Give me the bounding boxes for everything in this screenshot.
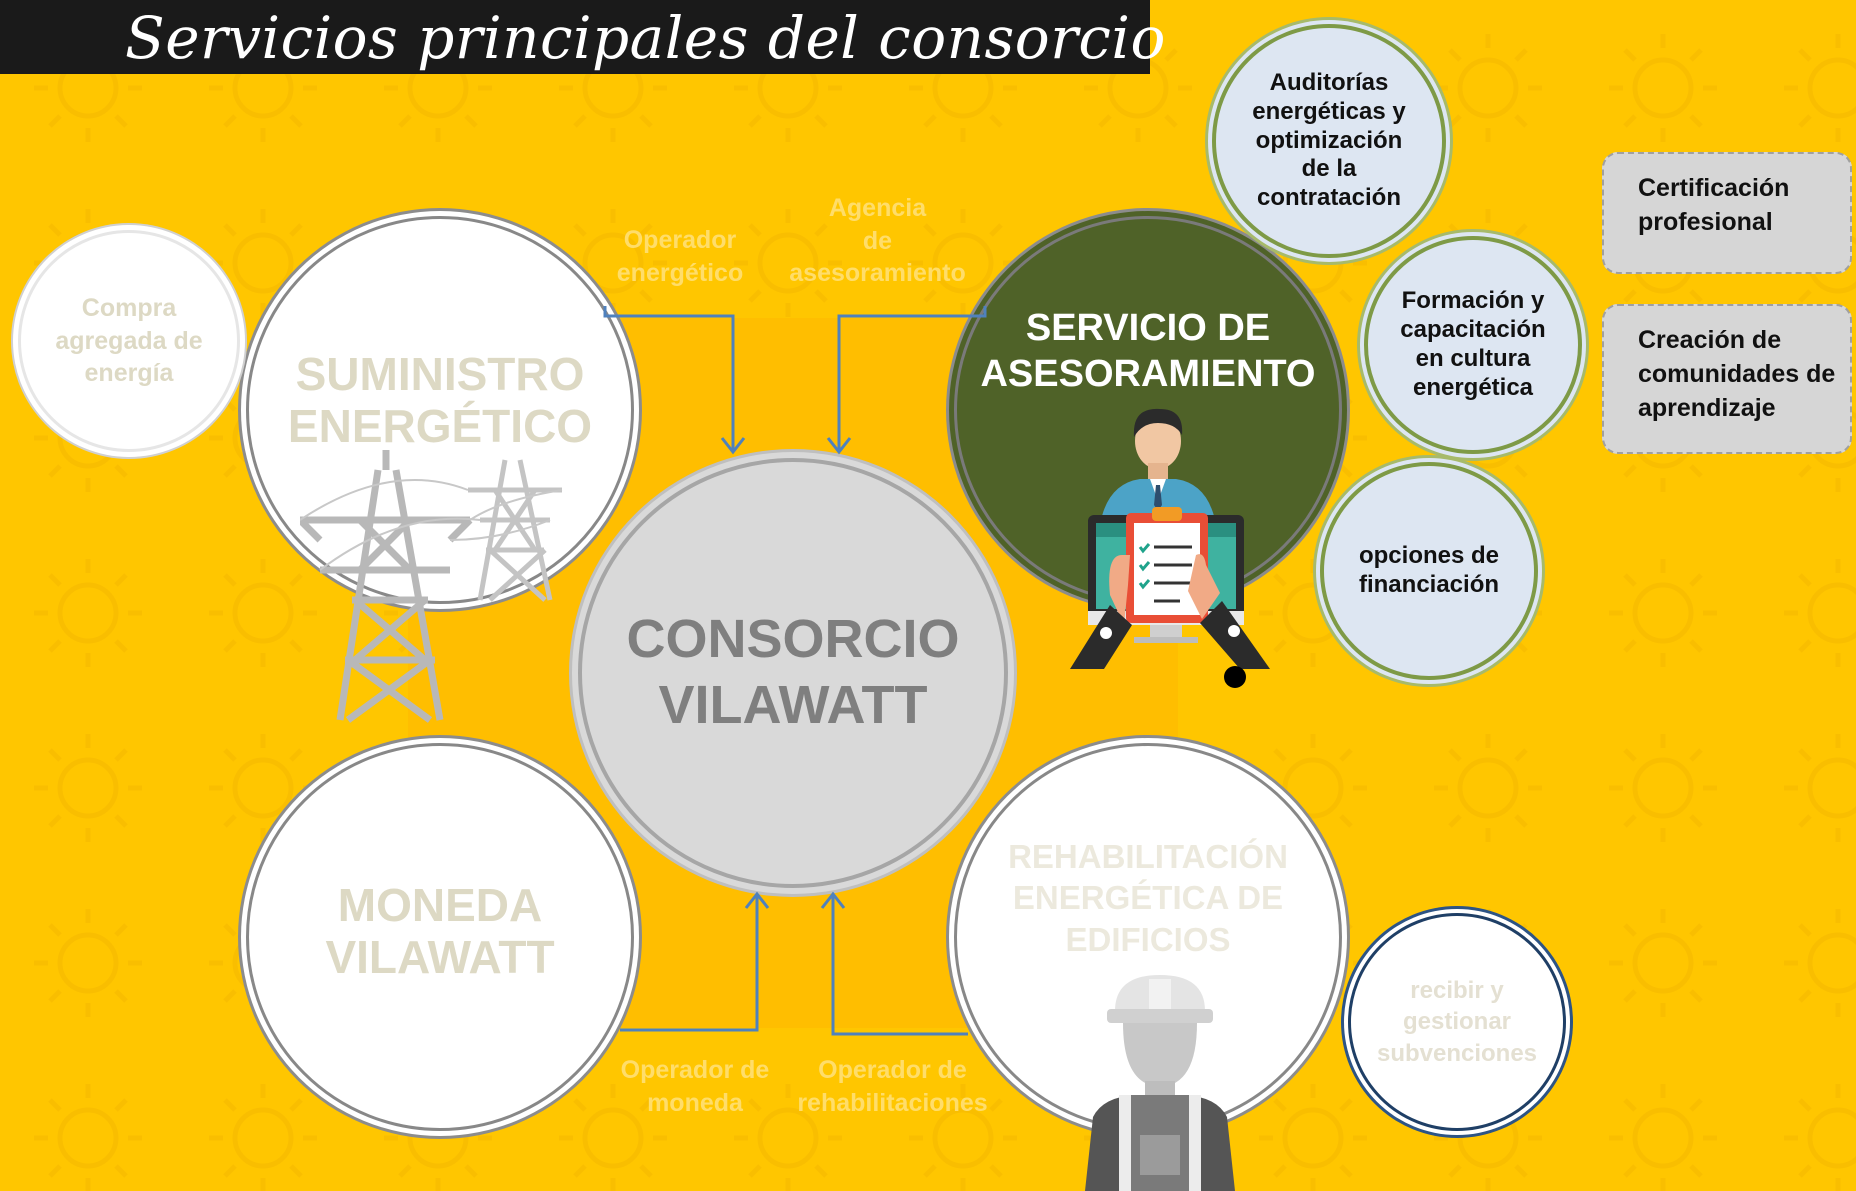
consorcio-line1: CONSORCIO xyxy=(626,609,960,670)
agencia-label: Agencia de asesoramiento xyxy=(780,192,975,290)
title-bar: Servicios principales del consorcio xyxy=(0,0,1165,74)
compra-line1: Compra xyxy=(81,294,177,323)
auditorias-line1: Auditorías xyxy=(1269,69,1389,96)
formacion-line4: energética xyxy=(1412,373,1534,401)
rehab-line3: EDIFICIOS xyxy=(1065,920,1231,958)
operador-moneda-label: Operador de moneda xyxy=(610,1054,780,1119)
operador-energetico-line1: Operador xyxy=(623,226,737,254)
moneda-line1: MONEDA xyxy=(337,879,543,932)
agencia-line1: Agencia xyxy=(828,194,927,222)
operador-rehab-label: Operador de rehabilitaciones xyxy=(780,1054,1005,1119)
comunidades-line2: comunidades de xyxy=(1638,359,1836,388)
operador-rehab-line2: rehabilitaciones xyxy=(797,1088,988,1117)
operador-moneda-line1: Operador de xyxy=(620,1056,770,1084)
operador-rehab-line1: Operador de xyxy=(818,1056,967,1084)
financiacion-line1: opciones de xyxy=(1358,542,1500,570)
formacion-line1: Formación y xyxy=(1401,287,1545,315)
compra-circle: Compra agregada de energía xyxy=(18,230,240,452)
subvenciones-line1: recibir y xyxy=(1410,977,1504,1005)
worker-icon xyxy=(1085,975,1235,1191)
certificacion-line2: profesional xyxy=(1638,207,1773,236)
operador-moneda-line2: moneda xyxy=(647,1088,743,1117)
moneda-circle: MONEDA VILAWATT xyxy=(246,743,634,1131)
operador-energetico-line2: energético xyxy=(616,258,744,287)
financiacion-line2: financiación xyxy=(1358,571,1500,598)
consorcio-line2: VILAWATT xyxy=(658,675,928,735)
formacion-circle: Formación y capacitación en cultura ener… xyxy=(1364,236,1582,454)
power-tower-icon xyxy=(300,450,563,723)
subvenciones-circle: recibir y gestionar subvenciones xyxy=(1348,913,1566,1131)
suministro-circle: SUMINISTRO ENERGÉTICO xyxy=(246,216,634,604)
compra-line3: energía xyxy=(84,359,174,388)
asesoramiento-line1: SERVICIO DE xyxy=(1025,307,1271,349)
asesoramiento-line2: ASESORAMIENTO xyxy=(980,353,1316,396)
certificacion-line1: Certificación xyxy=(1638,174,1790,202)
agencia-line2: de xyxy=(862,226,893,255)
comunidades-line1: Creación de xyxy=(1638,326,1782,354)
subvenciones-line2: gestionar xyxy=(1402,1008,1512,1036)
auditorias-line2: energéticas y xyxy=(1252,97,1406,125)
moneda-line2: VILAWATT xyxy=(325,931,555,983)
suministro-line2: ENERGÉTICO xyxy=(287,399,593,452)
rehab-line1: REHABILITACIÓN xyxy=(1008,838,1288,875)
formacion-line3: en cultura xyxy=(1415,345,1531,372)
operador-energetico-label: Operador energético xyxy=(600,224,760,289)
rehab-line2: ENERGÉTICA DE xyxy=(1012,879,1284,917)
consorcio-circle: CONSORCIO VILAWATT xyxy=(578,458,1008,888)
subvenciones-line3: subvenciones xyxy=(1376,1039,1538,1067)
auditorias-line3: optimización xyxy=(1255,126,1403,154)
page-title: Servicios principales del consorcio xyxy=(125,4,1166,72)
consultant-icon xyxy=(1070,408,1270,688)
auditorias-line4: de la xyxy=(1301,155,1357,183)
certificacion-box: Certificación profesional xyxy=(1602,152,1852,274)
auditorias-circle: Auditorías energéticas y optimización de… xyxy=(1212,24,1446,258)
comunidades-line3: aprendizaje xyxy=(1638,393,1776,422)
agencia-line3: asesoramiento xyxy=(789,259,966,287)
auditorias-line5: contratación xyxy=(1256,184,1401,212)
compra-line2: agregada de xyxy=(55,326,203,355)
comunidades-box: Creación de comunidades de aprendizaje xyxy=(1602,304,1852,454)
financiacion-circle: opciones de financiación xyxy=(1320,462,1538,680)
suministro-line1: SUMINISTRO xyxy=(295,348,585,400)
formacion-line2: capacitación xyxy=(1400,316,1546,344)
